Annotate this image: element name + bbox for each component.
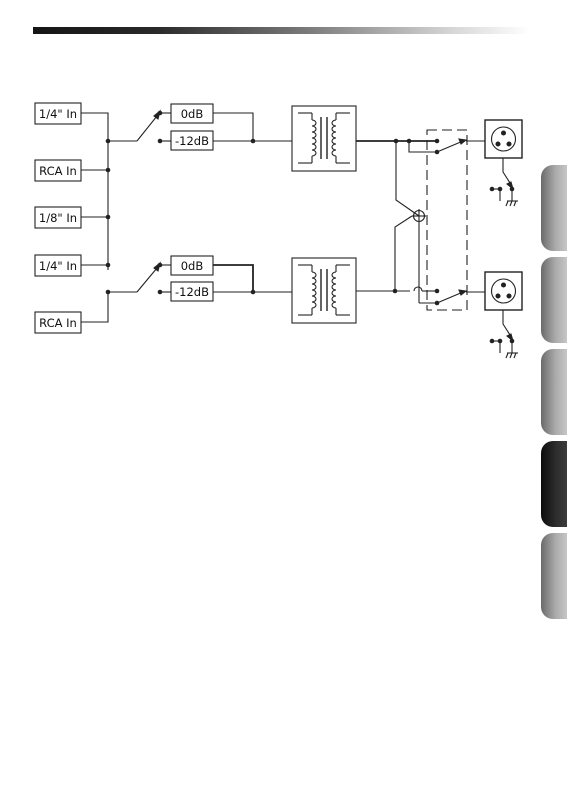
input-label: 1/4" In (39, 107, 77, 121)
output-switch-2 (437, 290, 485, 303)
input-label: RCA In (39, 316, 77, 330)
input-label: 1/4" In (39, 259, 77, 273)
pad-selector-switch-1 (137, 111, 171, 141)
side-tab[interactable] (541, 165, 567, 251)
xlr-output-1 (485, 120, 522, 158)
input-label: 1/8" In (39, 211, 77, 225)
side-tab[interactable] (541, 257, 567, 343)
side-tab[interactable] (541, 349, 567, 435)
transformer-1 (292, 106, 356, 171)
xlr-output-2 (485, 272, 522, 310)
pad-label: 0dB (181, 107, 204, 121)
ground-lift-switch-1 (492, 158, 518, 206)
ground-lift-switch-2 (492, 310, 518, 358)
pad-label: -12dB (175, 134, 209, 148)
pad-selector-switch-2 (137, 263, 171, 292)
output-switch-group (427, 130, 467, 310)
output-switch-1 (437, 139, 485, 152)
side-tab-active[interactable] (541, 441, 567, 527)
output-wiring (356, 141, 437, 303)
input-label: RCA In (39, 164, 77, 178)
pad-label: 0dB (181, 259, 204, 273)
pad-label: -12dB (175, 285, 209, 299)
side-tab[interactable] (541, 533, 567, 619)
transformer-2 (292, 258, 356, 323)
